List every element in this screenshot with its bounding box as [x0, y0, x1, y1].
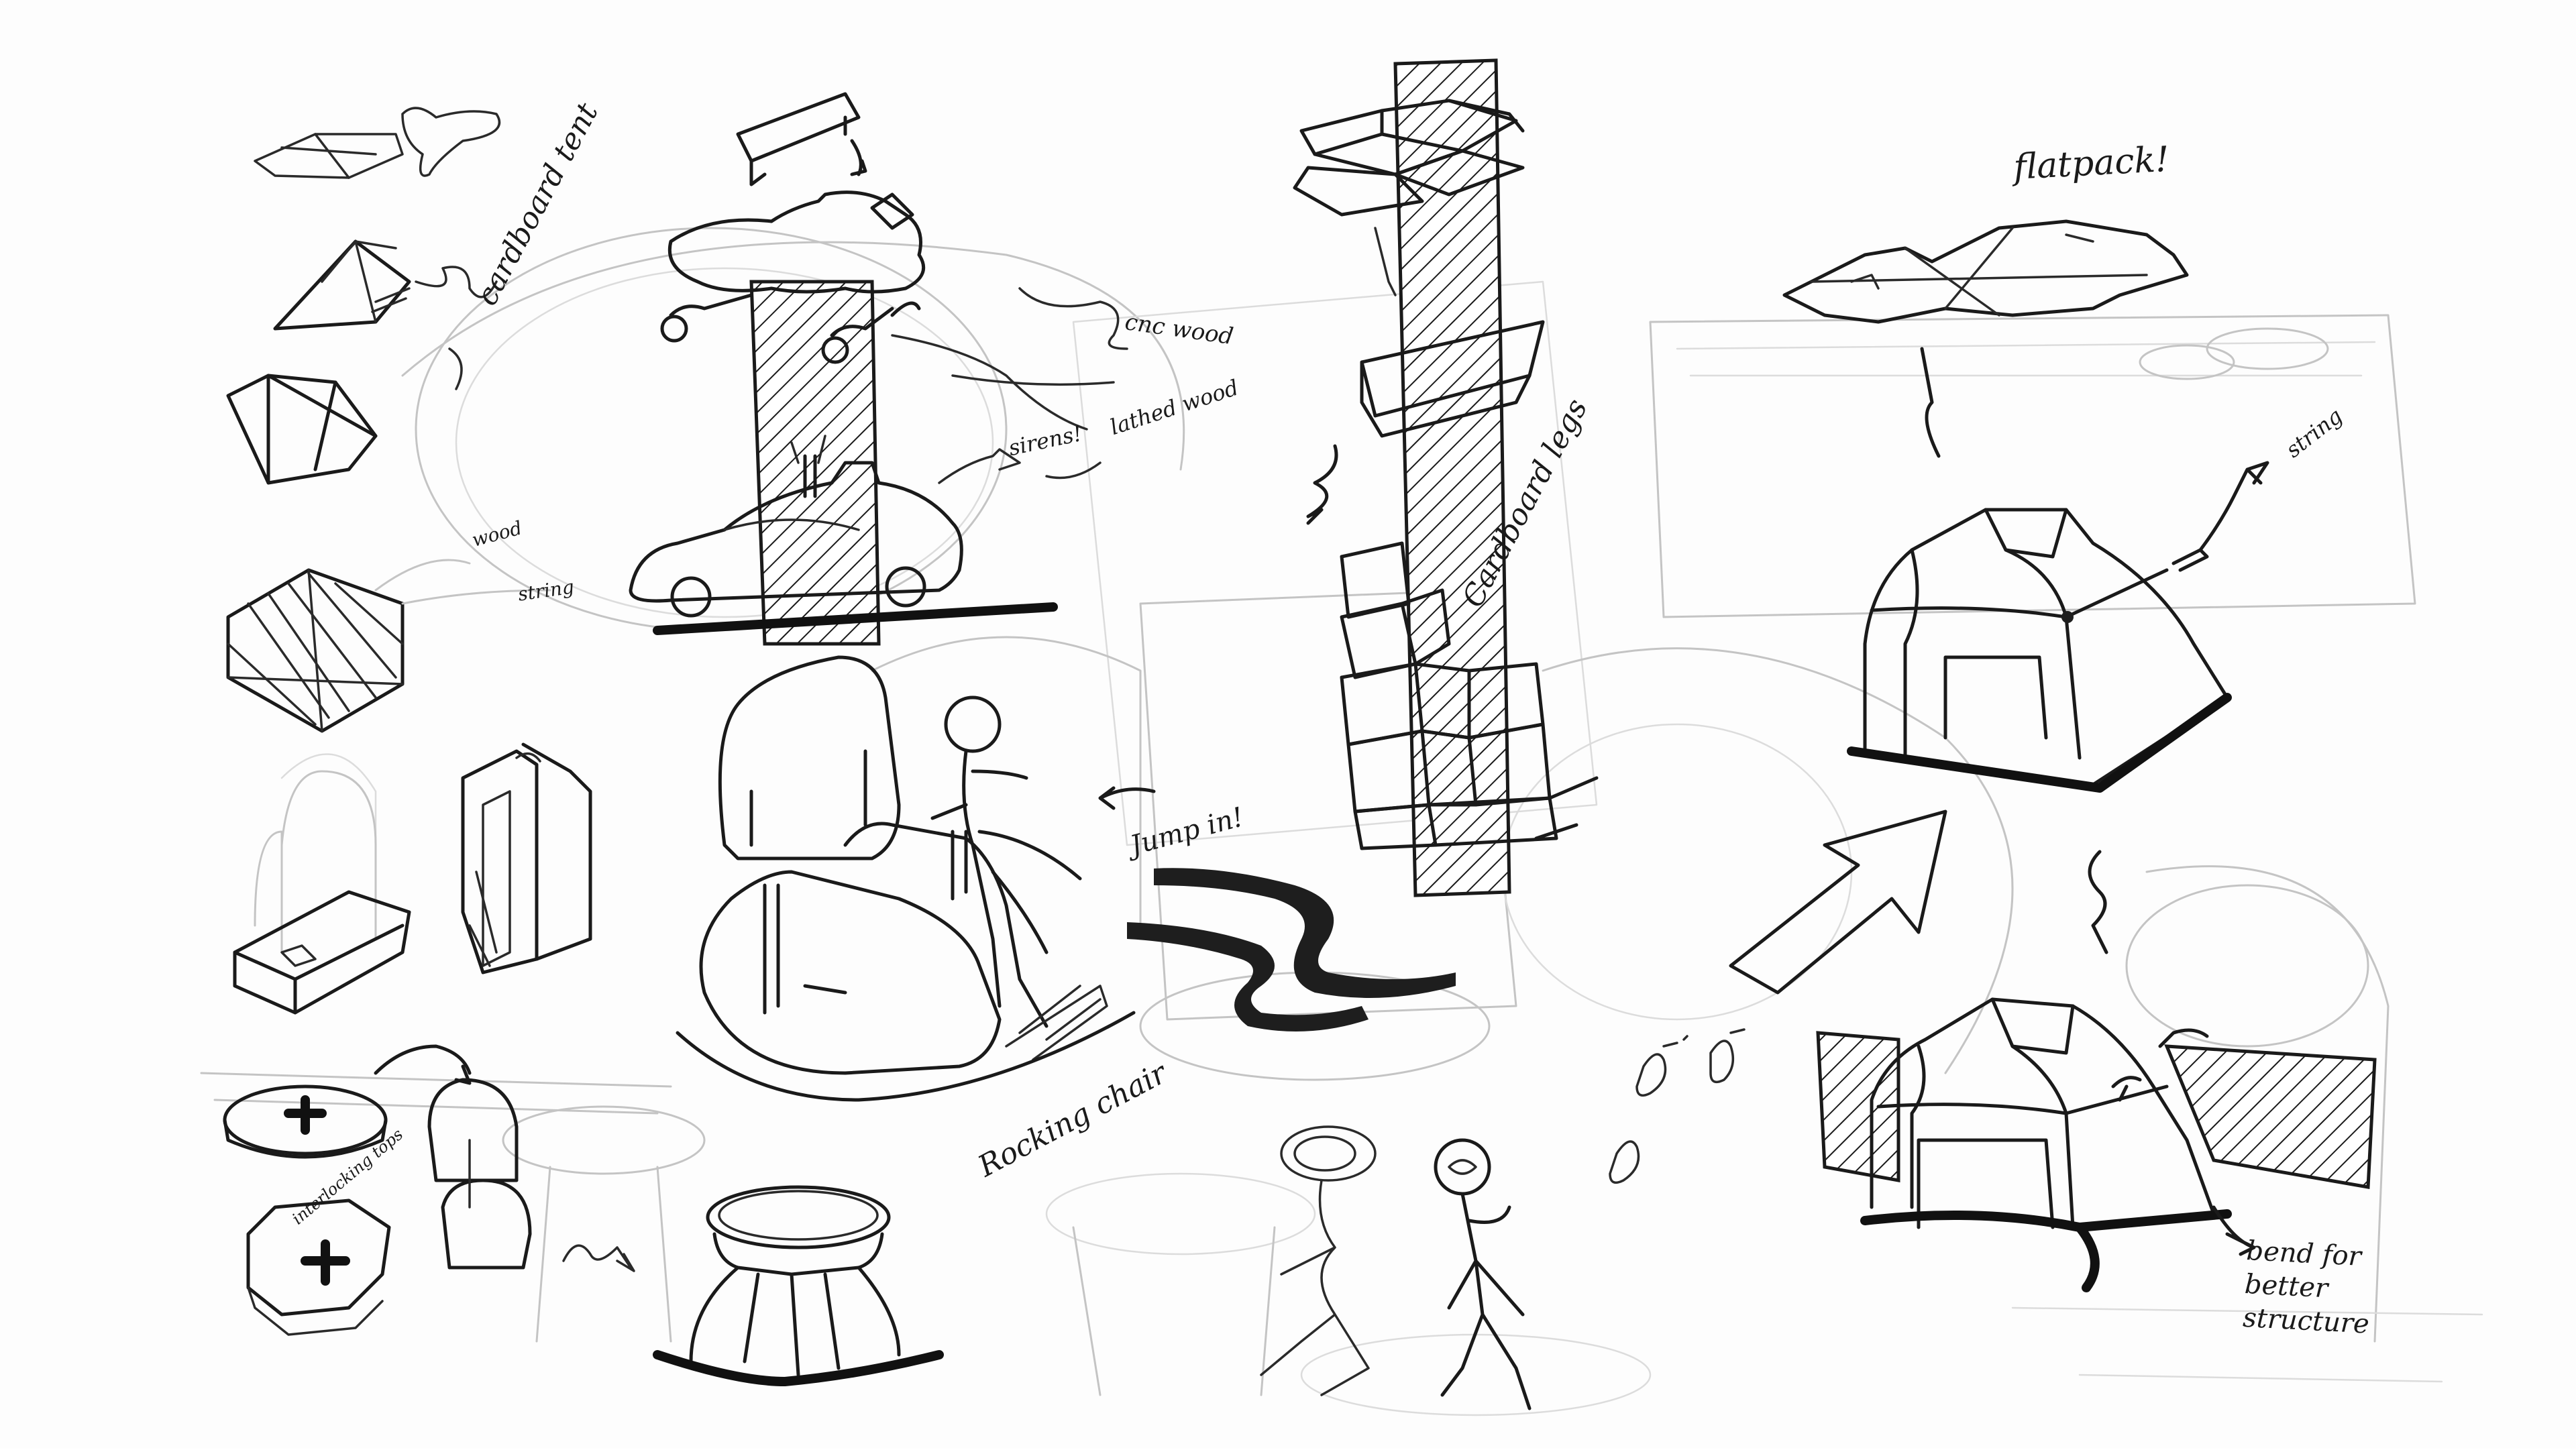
rocking-chair-sketch — [676, 655, 1136, 1102]
police-car-tree-sketch — [629, 92, 1128, 646]
squiggle-arrow-1 — [562, 1244, 635, 1272]
footprints-sketch — [1609, 1028, 1746, 1184]
open-box-sketch — [233, 770, 411, 1015]
tent-sketch-1 — [273, 239, 498, 331]
tent-sketch-2 — [226, 374, 378, 485]
bold-squiggles — [1127, 868, 1456, 1031]
note-connector-lines — [448, 347, 1115, 480]
cardboard-legs-tower-sketch — [1293, 58, 1599, 897]
large-arrow — [1729, 809, 1947, 995]
stick-figures-sketch — [1260, 1125, 1532, 1410]
stool-sketch — [653, 1185, 944, 1386]
flatpack-sketch — [1782, 219, 2189, 458]
flat-panels-sketch — [461, 742, 592, 974]
note-flatpack: flatpack! — [2012, 139, 2171, 188]
dome-tent-top-sketch — [1847, 461, 2269, 793]
string-frame-sketch — [226, 559, 551, 733]
background-pencil-sketches — [200, 227, 2483, 1416]
note-bend-for-structure: bend for better structure — [2242, 1235, 2370, 1340]
dome-tent-bottom-sketch — [1816, 850, 2377, 1292]
diamond-mat-sketch — [254, 107, 501, 179]
jump-in-arrow — [1098, 786, 1156, 810]
interlocking-tops-sketch — [223, 1044, 532, 1336]
